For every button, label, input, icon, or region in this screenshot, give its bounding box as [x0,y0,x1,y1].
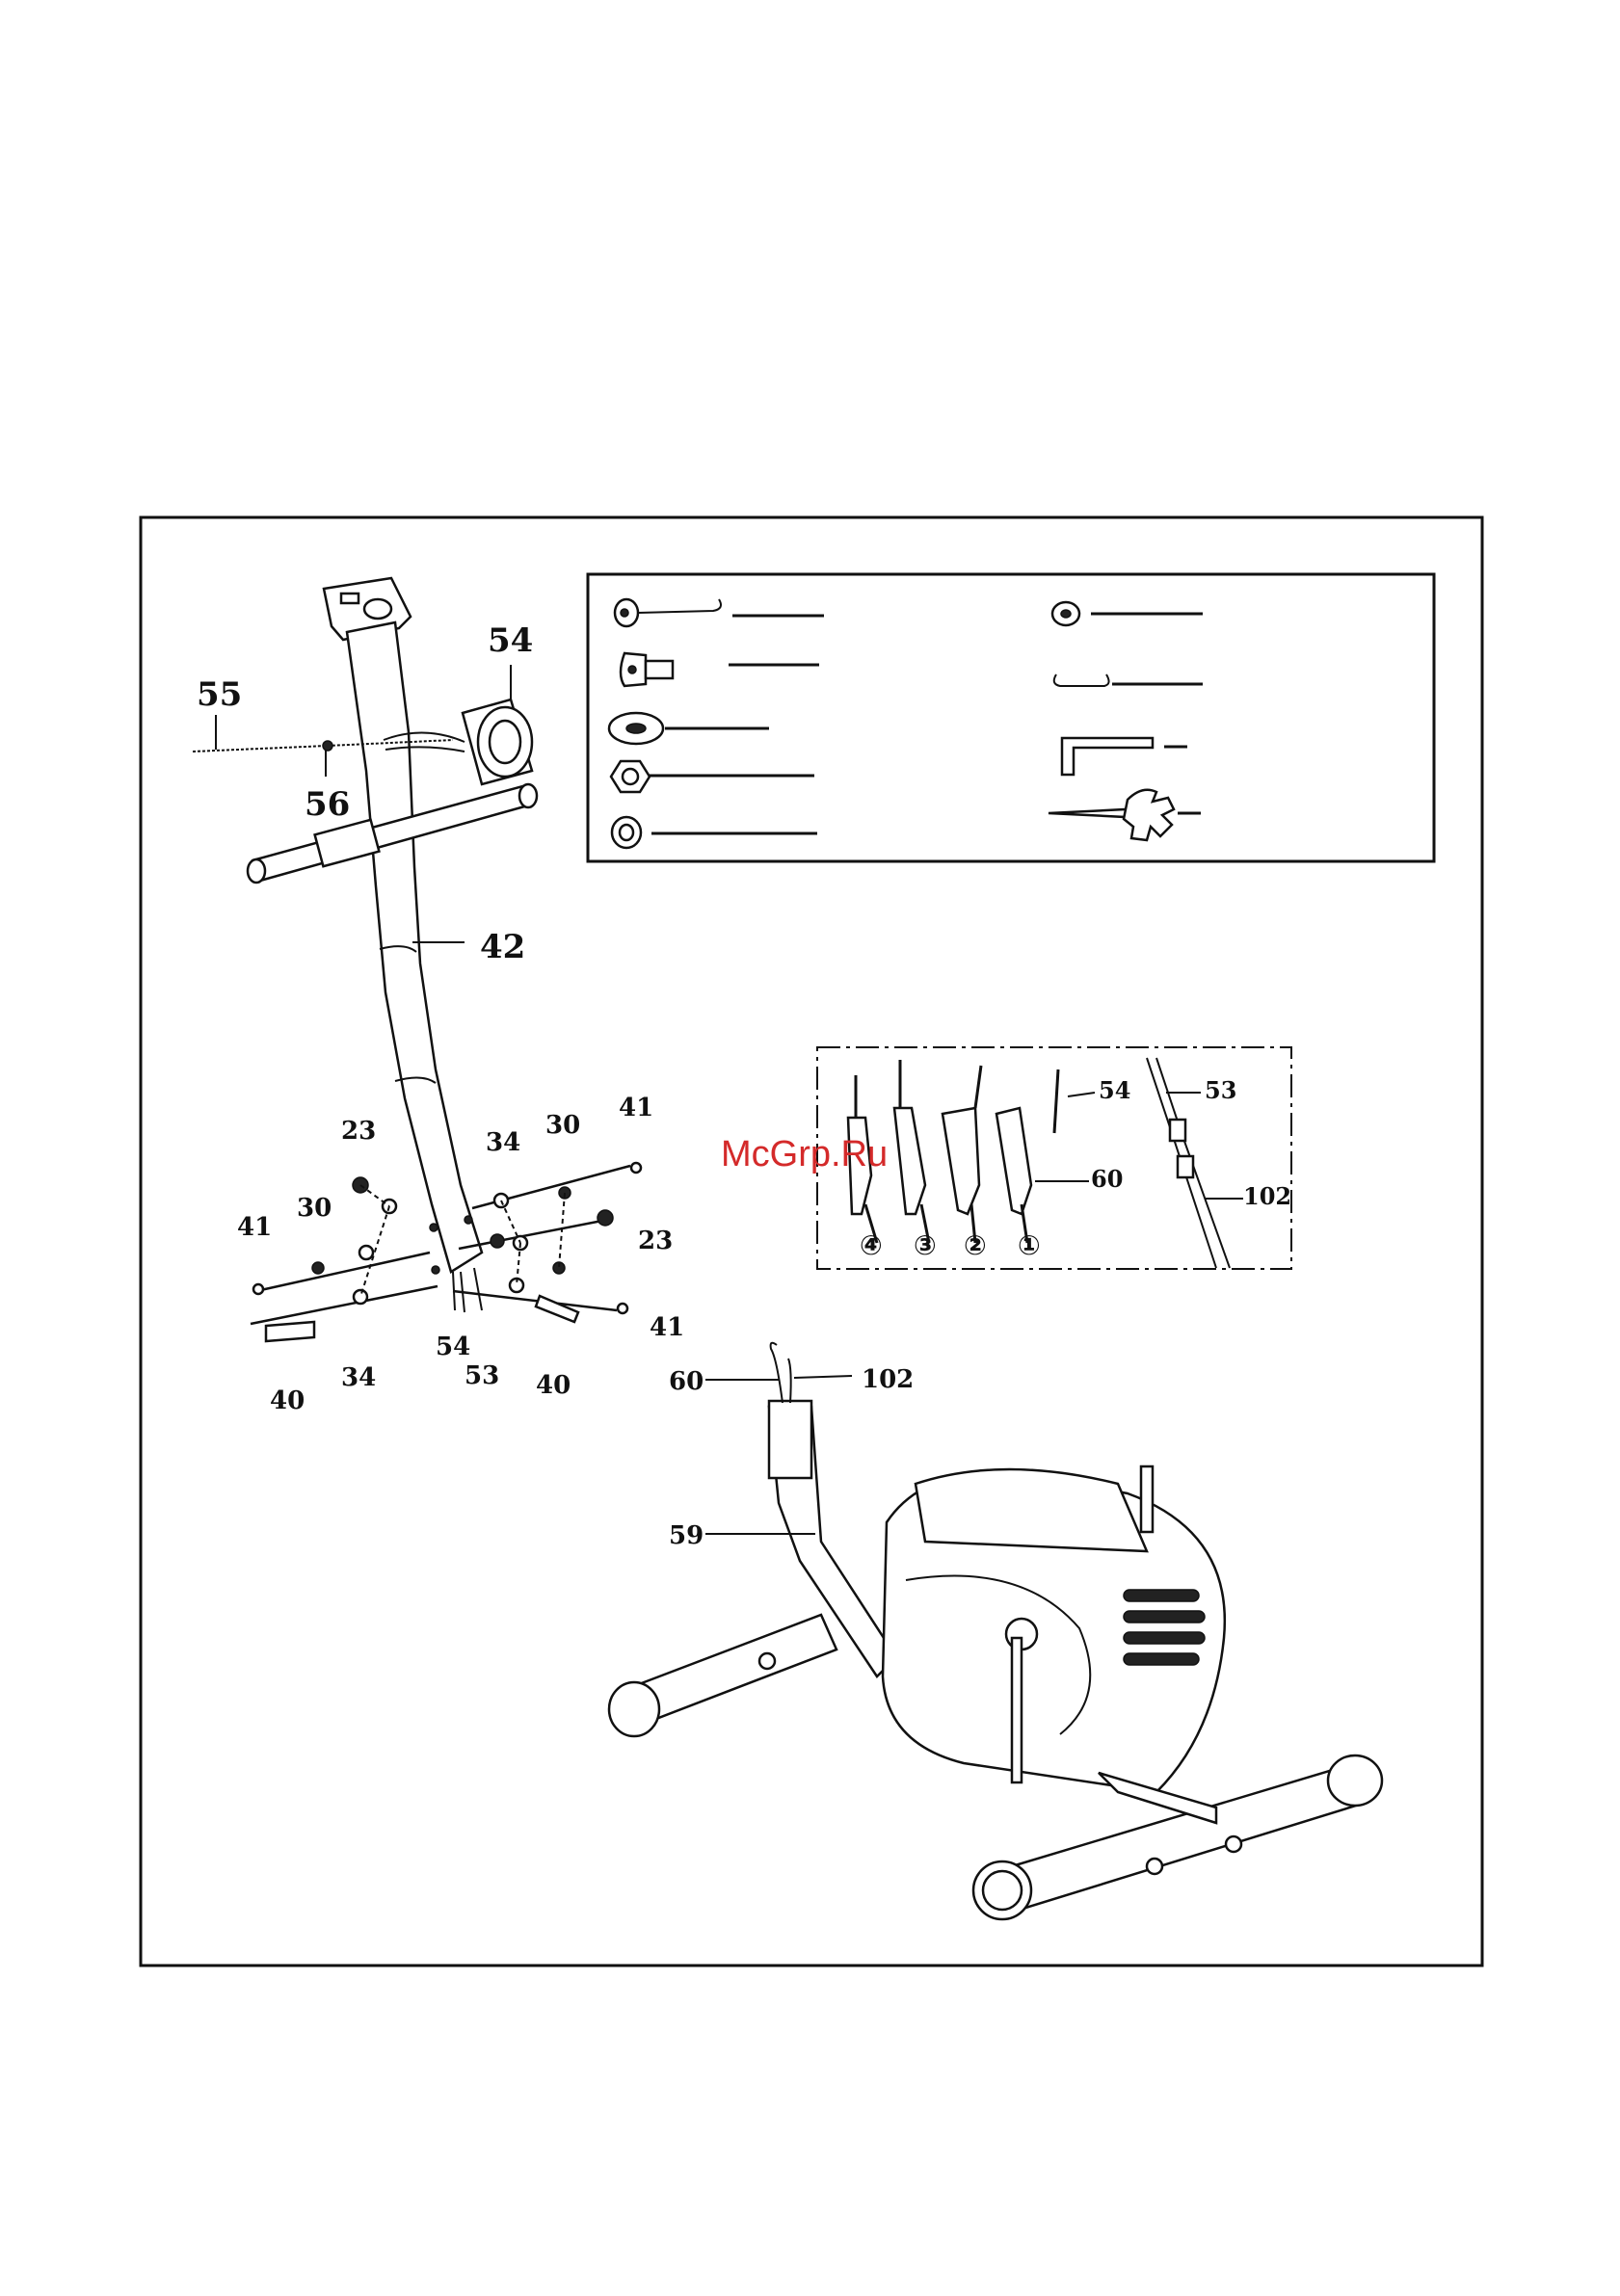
label-42: 42 [480,928,525,966]
label-41-right: 41 [650,1313,684,1342]
label-34-top: 34 [486,1128,520,1157]
detail-label-53: 53 [1205,1076,1236,1104]
detail-label-102: 102 [1243,1182,1291,1210]
clip-icon [1054,674,1203,686]
small-washer-icon [1052,602,1203,625]
step-4-marker: ④ [860,1229,883,1261]
wrench-icon [1049,790,1201,840]
label-55: 55 [197,675,242,714]
label-40-right: 40 [536,1371,571,1400]
label-34-bottom: 34 [341,1363,376,1392]
step-2-marker: ② [964,1229,987,1261]
base-frame [609,1343,1382,1919]
label-41-top: 41 [619,1094,653,1122]
label-40-left: 40 [270,1386,305,1415]
allen-key-icon [1062,738,1187,775]
label-60-main: 60 [669,1367,704,1396]
detail-label-54: 54 [1099,1076,1130,1104]
label-41-left: 41 [237,1213,272,1242]
label-54-bottom: 54 [436,1333,470,1361]
label-56: 56 [305,785,350,824]
label-54-knob: 54 [488,621,533,660]
bolt-icon [615,599,824,626]
detail-label-60: 60 [1091,1165,1123,1193]
label-23-left: 23 [341,1117,376,1146]
hardware-legend-box [588,574,1434,861]
cable-step-1 [996,1069,1058,1243]
tension-cable [193,715,453,777]
nut-icon [611,761,814,792]
detail-box: 54 53 60 102 ④ ③ ② ① [817,1047,1291,1269]
button-bolt-icon [621,653,819,686]
step-1-marker: ① [1018,1229,1041,1261]
flat-washer-icon [612,817,817,848]
label-102-main: 102 [862,1365,914,1394]
step-3-marker: ③ [914,1229,937,1261]
label-30-top: 30 [545,1111,580,1140]
cable-step-3 [894,1060,929,1243]
label-30-left: 30 [297,1194,332,1223]
upright-post [248,578,537,1274]
label-59: 59 [669,1521,704,1550]
watermark: McGrp.Ru [721,1134,888,1174]
washer-icon [609,713,769,744]
cable-step-2 [943,1066,981,1243]
label-23-right: 23 [638,1227,673,1255]
outer-frame [141,517,1482,1966]
label-53-bottom: 53 [465,1361,499,1390]
